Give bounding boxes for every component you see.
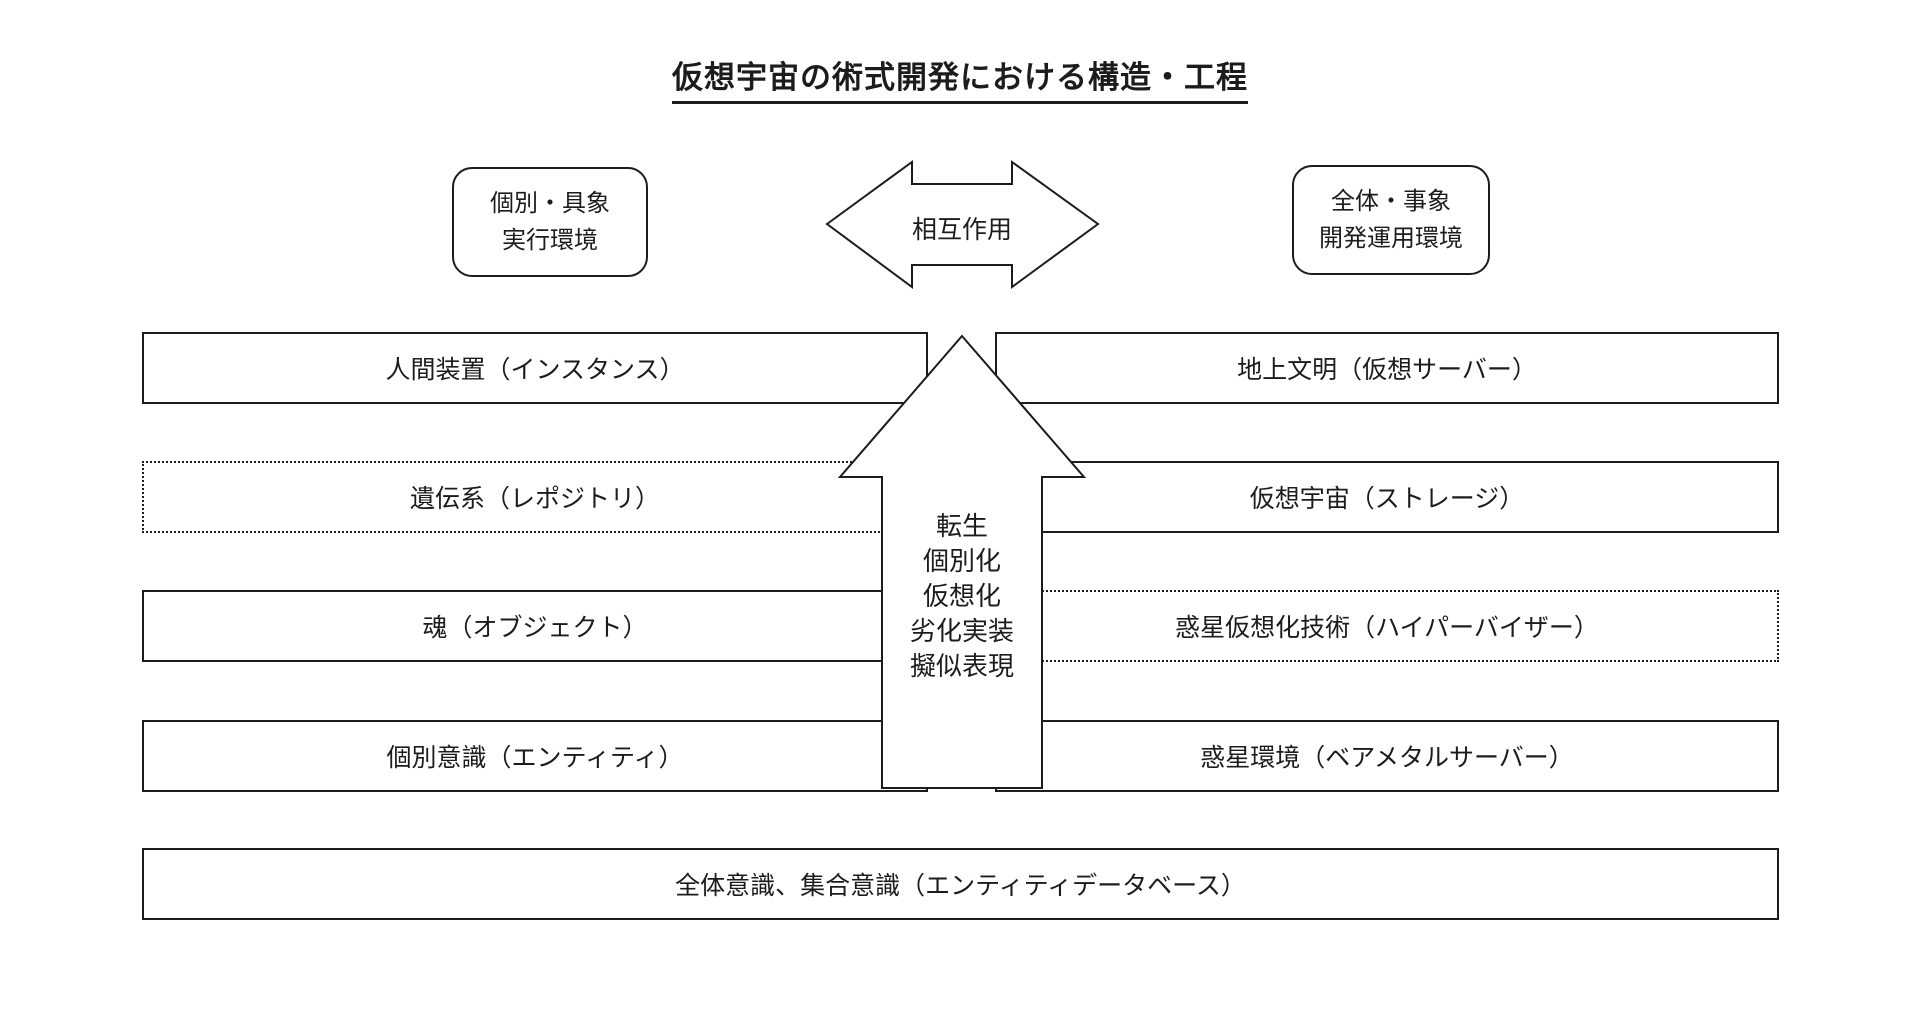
legend-pill-devops-environment: 全体・事象 開発運用環境: [1292, 165, 1490, 275]
up-arrow-step-label: 個別化: [922, 546, 1001, 576]
page-title-text: 仮想宇宙の術式開発における構造・工程: [672, 52, 1248, 104]
box-label: 惑星環境（ベアメタルサーバー）: [1200, 744, 1574, 772]
up-arrow-step-label: 転生: [935, 511, 988, 541]
box-label: 魂（オブジェクト）: [422, 614, 648, 642]
box-label: 惑星仮想化技術（ハイパーバイザー）: [1175, 614, 1599, 642]
legend-pill-line: 全体・事象: [1331, 188, 1451, 215]
box-virtual-universe: 仮想宇宙（ストレージ）: [995, 461, 1779, 533]
box-human-device: 人間装置（インスタンス）: [142, 332, 928, 404]
box-label: 仮想宇宙（ストレージ）: [1249, 485, 1525, 513]
box-planet-environment: 惑星環境（ベアメタルサーバー）: [995, 720, 1779, 792]
up-arrow-step-label: 仮想化: [922, 581, 1001, 611]
box-label: 地上文明（仮想サーバー）: [1237, 356, 1537, 384]
up-arrow-steps: 転生 個別化 仮想化 劣化実装 擬似表現: [882, 509, 1042, 684]
box-individual-consciousness: 個別意識（エンティティ）: [142, 720, 928, 792]
box-label: 全体意識、集合意識（エンティティデータベース）: [675, 872, 1246, 900]
legend-pill-line: 開発運用環境: [1319, 225, 1463, 252]
legend-pill-line: 実行環境: [502, 227, 598, 254]
up-arrow-step-label: 劣化実装: [909, 616, 1014, 646]
box-planet-virtualization: 惑星仮想化技術（ハイパーバイザー）: [995, 590, 1779, 662]
legend-pill-execution-environment: 個別・具象 実行環境: [452, 167, 648, 277]
legend-pill-line: 個別・具象: [490, 190, 610, 217]
box-collective-consciousness: 全体意識、集合意識（エンティティデータベース）: [142, 848, 1779, 920]
page-title: 仮想宇宙の術式開発における構造・工程: [0, 52, 1920, 104]
box-label: 人間装置（インスタンス）: [385, 356, 685, 384]
box-ground-civilization: 地上文明（仮想サーバー）: [995, 332, 1779, 404]
up-arrow-step-label: 擬似表現: [909, 651, 1014, 681]
box-label: 遺伝系（レポジトリ）: [409, 485, 660, 513]
box-label: 個別意識（エンティティ）: [386, 744, 684, 772]
box-soul: 魂（オブジェクト）: [142, 590, 928, 662]
box-genetic-system: 遺伝系（レポジトリ）: [142, 461, 928, 533]
interaction-arrow-label: 相互作用: [911, 216, 1012, 244]
